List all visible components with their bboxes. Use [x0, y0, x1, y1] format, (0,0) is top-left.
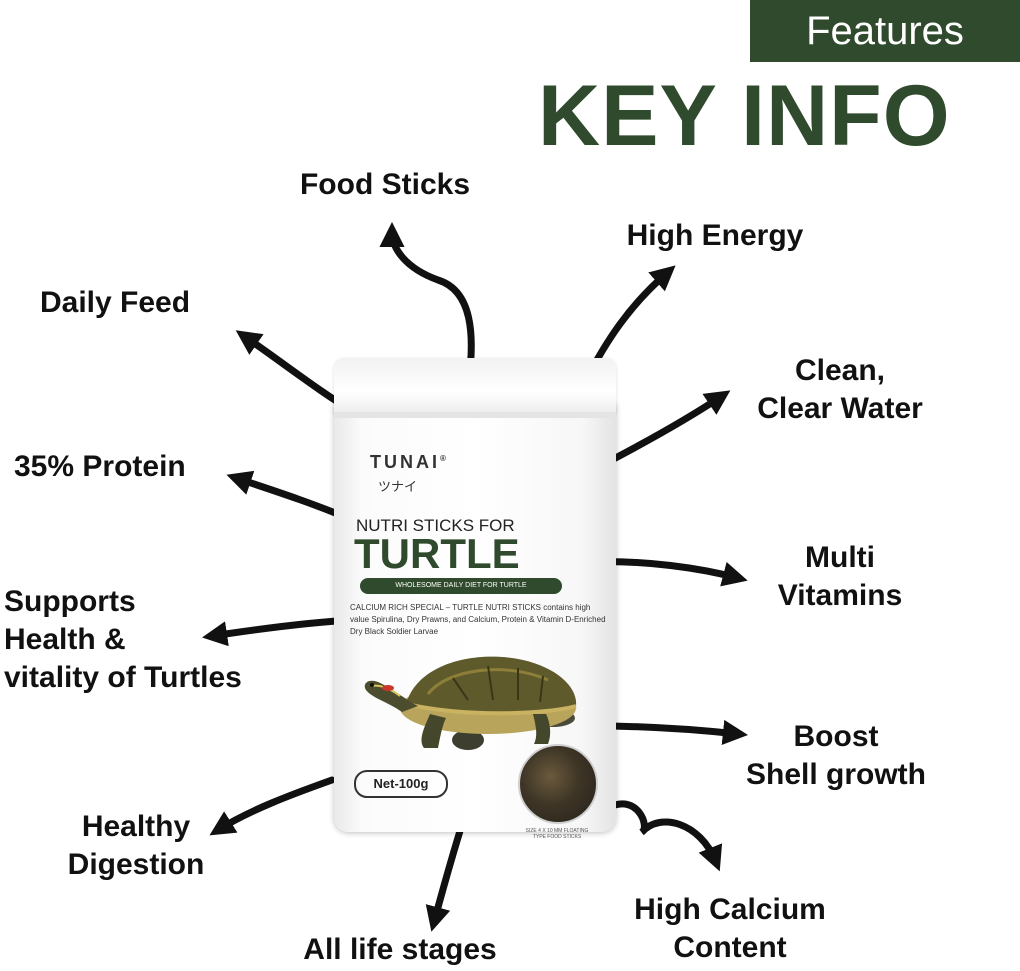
arrow-digestion [209, 776, 336, 836]
features-badge: Features [750, 0, 1020, 62]
page-title: KEY INFO [538, 68, 951, 164]
arrow-life-stages [425, 814, 468, 932]
net-weight-badge: Net-100g [354, 770, 448, 798]
brand-japanese: ツナイ [378, 479, 418, 494]
product-bag: TUNAI® ツナイ NUTRI STICKS FOR TURTLE WHOLE… [334, 358, 616, 840]
product-name: TURTLE [354, 530, 520, 577]
seal-strip [334, 412, 616, 418]
arrow-high-calcium [604, 800, 723, 872]
food-sticks-sample [518, 744, 598, 824]
label-clean-water: Clean, Clear Water [757, 354, 923, 425]
arrow-boost-shell [592, 719, 749, 745]
brand-logo: TUNAI® [370, 452, 449, 472]
label-life-stages: All life stages [303, 933, 497, 966]
label-healthy-digestion: Healthy Digestion [67, 810, 205, 881]
bag-top-seal [334, 358, 616, 414]
product-line: NUTRI STICKS FOR [356, 516, 515, 535]
label-food-sticks: Food Sticks [299, 168, 471, 201]
label-multi-vitamins: Multi Vitamins [777, 541, 903, 612]
product-tagline: WHOLESOME DAILY DIET FOR TURTLE [360, 578, 562, 594]
arrow-clean-water [600, 390, 731, 468]
label-health-vitality: Supports Health & vitality of Turtles [4, 585, 242, 694]
label-high-calcium: High Calcium Content [634, 893, 826, 964]
turtle-image [364, 656, 577, 750]
sample-caption: SIZE 4 X 10 MM FLOATING TYPE FOOD STICKS [525, 828, 589, 840]
product-description: CALCIUM RICH SPECIAL – TURTLE NUTRI STIC… [350, 603, 606, 636]
arrow-food-sticks [379, 221, 475, 402]
label-boost-shell: Boost Shell growth [746, 720, 926, 791]
label-high-energy: High Energy [626, 219, 804, 252]
label-protein: 35% Protein [14, 450, 186, 483]
label-daily-feed: Daily Feed [40, 286, 191, 319]
